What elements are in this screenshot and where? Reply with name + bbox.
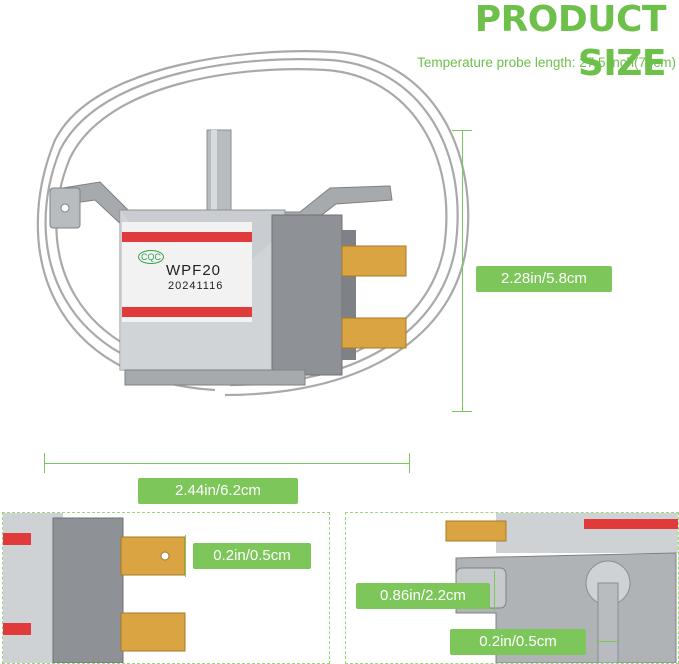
width-guide-line xyxy=(44,463,410,464)
cqc-mark: CQC xyxy=(138,250,164,264)
terminal-width-badge: 0.2in/0.5cm xyxy=(193,543,311,569)
terminal-detail-illustration xyxy=(3,513,186,663)
serial-label: 20241116 xyxy=(168,280,224,292)
terminal-detail-panel: 0.2in/0.5cm xyxy=(2,512,330,664)
width-guide-right xyxy=(409,453,410,473)
width-guide-left xyxy=(44,453,45,473)
bracket-guide-line xyxy=(494,571,495,611)
height-guide-line xyxy=(462,130,463,412)
width-badge: 2.44in/6.2cm xyxy=(138,478,298,504)
height-guide-bottom xyxy=(452,411,472,412)
shaft-width-badge: 0.2in/0.5cm xyxy=(450,629,586,655)
page-title: PRODUCT SIZE xyxy=(474,0,667,84)
probe-length-note: Temperature probe length: 27.5 inch(70cm… xyxy=(417,55,676,70)
height-guide-top xyxy=(452,130,472,131)
model-label: WPF20 xyxy=(166,262,222,279)
shaft-guide-line xyxy=(596,641,620,642)
bracket-height-badge: 0.86in/2.2cm xyxy=(356,583,490,609)
terminal-guide-line xyxy=(185,535,186,577)
bracket-detail-panel: 0.86in/2.2cm 0.2in/0.5cm xyxy=(345,512,679,664)
height-badge: 2.28in/5.8cm xyxy=(476,266,612,292)
